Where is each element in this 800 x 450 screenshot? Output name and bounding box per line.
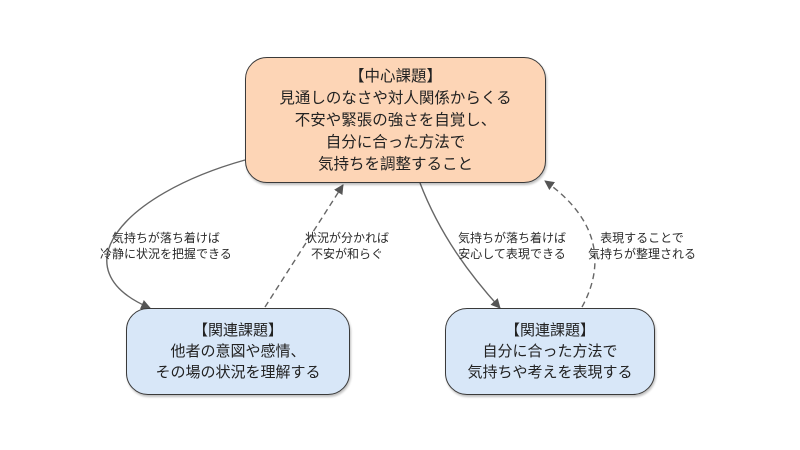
edge-label-right-to-center: 表現することで 気持ちが整理される bbox=[588, 230, 696, 262]
node-line: 自分に合った方法で bbox=[325, 133, 466, 151]
related-issue-left-node[interactable]: 【関連課題】 他者の意図や感情、 その場の状況を理解する bbox=[126, 308, 350, 395]
edge-left-to-center bbox=[264, 184, 344, 308]
edge-label-line: 気持ちが整理される bbox=[588, 247, 697, 261]
edge-label-line: 表現することで bbox=[600, 231, 684, 245]
node-line: 【関連課題】 bbox=[192, 321, 283, 339]
node-line: 気持ちを調整すること bbox=[317, 155, 473, 173]
related-issue-right-node[interactable]: 【関連課題】 自分に合った方法で 気持ちや考えを表現する bbox=[445, 308, 655, 395]
edge-label-line: 不安が和らぐ bbox=[311, 247, 384, 261]
edge-label-center-to-left: 気持ちが落ち着けば 冷静に状況を把握できる bbox=[100, 230, 232, 262]
edge-label-line: 状況が分かれば bbox=[305, 231, 390, 245]
node-line: 【関連課題】 bbox=[504, 321, 595, 339]
central-issue-node[interactable]: 【中心課題】 見通しのなさや対人関係からくる 不安や緊張の強さを自覚し、 自分に… bbox=[245, 57, 546, 183]
edge-label-line: 気持ちが落ち着けば bbox=[111, 231, 220, 245]
node-line: 見通しのなさや対人関係からくる bbox=[279, 89, 512, 107]
edge-label-center-to-right: 気持ちが落ち着けば 安心して表現できる bbox=[458, 230, 566, 262]
node-line: 不安や緊張の強さを自覚し、 bbox=[294, 111, 497, 129]
node-line: 【中心課題】 bbox=[348, 67, 442, 85]
edge-label-line: 冷静に状況を把握できる bbox=[100, 247, 232, 261]
edge-label-line: 気持ちが落ち着けば bbox=[458, 231, 567, 245]
node-line: 気持ちや考えを表現する bbox=[467, 363, 633, 381]
edge-center-to-right bbox=[419, 182, 501, 309]
node-line: 他者の意図や感情、 bbox=[170, 342, 306, 360]
edge-right-to-center bbox=[544, 180, 596, 308]
edge-label-line: 安心して表現できる bbox=[458, 247, 566, 261]
node-line: その場の状況を理解する bbox=[155, 363, 321, 381]
edge-label-left-to-center: 状況が分かれば 不安が和らぐ bbox=[305, 230, 389, 262]
node-line: 自分に合った方法で bbox=[482, 342, 618, 360]
edge-center-to-left bbox=[106, 159, 246, 310]
